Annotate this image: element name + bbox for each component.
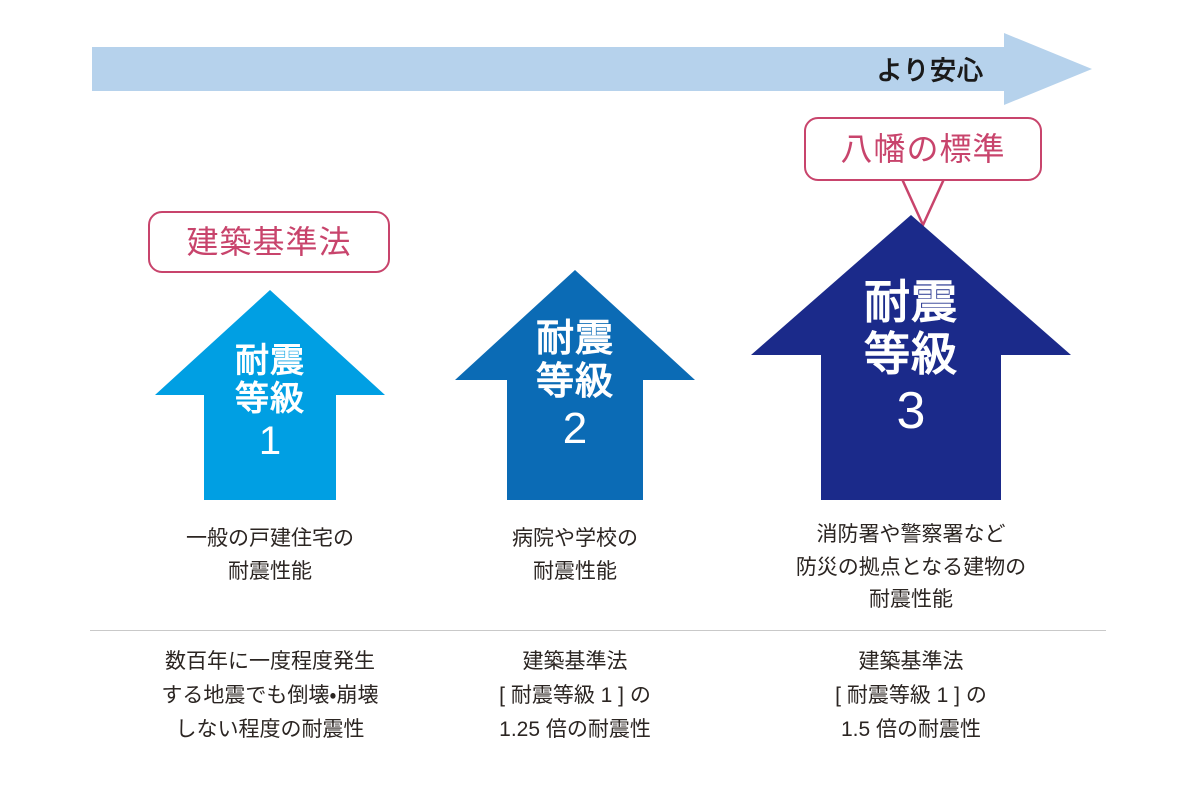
- grade-3-arrow: 耐震 等級 3: [751, 215, 1071, 500]
- progress-arrow-banner: より安心: [92, 33, 1092, 105]
- grade-1-description: 一般の戸建住宅の 耐震性能: [186, 527, 354, 583]
- grade-2-note: 建築基準法 [ 耐震等級 1 ] の 1.25 倍の耐震性: [499, 650, 651, 742]
- callout-law-text: 建築基準法: [186, 224, 352, 260]
- up-arrow-icon: [455, 270, 695, 500]
- banner-label: より安心: [876, 55, 984, 86]
- up-arrow-icon: [155, 290, 385, 500]
- grade-1-arrow: 耐震 等級 1: [155, 290, 385, 500]
- up-arrow-icon: [751, 215, 1071, 500]
- grade-column-1: 耐震 等級 1 一般の戸建住宅の 耐震性能: [88, 290, 452, 588]
- callout-pointer-tail: [900, 179, 946, 227]
- pointer-tail-icon: [900, 179, 946, 227]
- grade-1-note: 数百年に一度程度発生 する地震でも倒壊・崩壊 しない程度の耐震性: [161, 650, 379, 742]
- callout-building-standards-law: 建築基準法: [148, 211, 390, 273]
- section-divider: [90, 630, 1106, 631]
- grade-2-arrow: 耐震 等級 2: [455, 270, 695, 500]
- grade-3-description: 消防署や警察署など 防災の拠点となる建物の 耐震性能: [795, 523, 1027, 612]
- grade-2-description: 病院や学校の 耐震性能: [512, 527, 638, 583]
- callout-standard-text: 八幡の標準: [840, 131, 1006, 167]
- grade-column-3: 耐震 等級 3 消防署や警察署など 防災の拠点となる建物の 耐震性能: [728, 215, 1094, 617]
- grade-column-2: 耐震 等級 2 病院や学校の 耐震性能: [408, 270, 742, 588]
- grade-3-note: 建築基準法 [ 耐震等級 1 ] の 1.5 倍の耐震性: [835, 650, 987, 742]
- callout-yahata-standard: 八幡の標準: [804, 117, 1042, 181]
- right-arrow-icon: [92, 33, 1092, 105]
